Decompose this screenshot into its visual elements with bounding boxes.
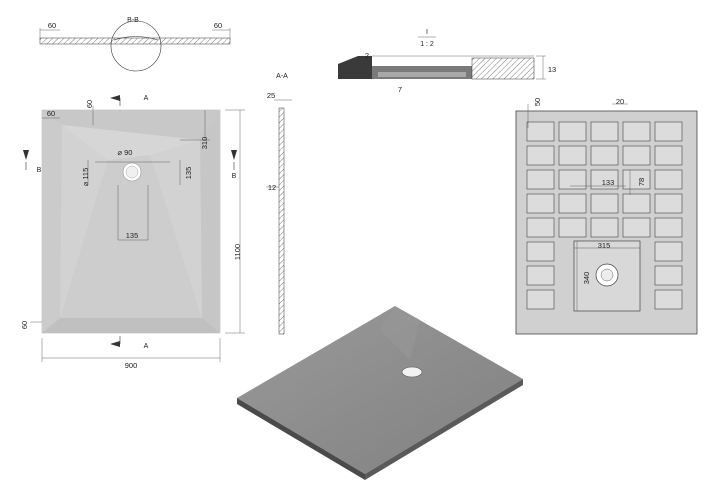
section-a-dim-12: 12 — [268, 183, 276, 192]
underside-rib-cell — [590, 145, 619, 166]
plan-dim-top-60: 60 — [85, 100, 94, 108]
section-a-hatch — [278, 107, 285, 335]
iso-front-edge — [237, 398, 365, 480]
section-b-title: B-B — [127, 17, 139, 24]
underside-view: 50 20 133 78 315 340 — [515, 97, 698, 335]
underside-rib-cell — [654, 265, 683, 286]
underside-drain-inner — [600, 268, 614, 282]
underside-rib-cell — [526, 169, 555, 190]
underside-dim-78: 78 — [637, 178, 646, 186]
underside-rib-cell — [526, 121, 555, 142]
plan-label-a-bottom: A — [144, 343, 149, 350]
underside-dim-50: 50 — [533, 98, 542, 106]
detail-hatch — [471, 57, 535, 80]
plan-dim-135-v: 135 — [184, 167, 193, 180]
underside-rib-cell — [622, 217, 651, 238]
underside-rib-cell — [622, 169, 651, 190]
section-b-dim-right: 60 — [214, 21, 222, 30]
underside-rib-cell — [654, 289, 683, 310]
underside-rib-cell — [558, 169, 587, 190]
underside-rib-cell — [526, 193, 555, 214]
underside-rib-cell — [558, 193, 587, 214]
plan-label-b-left: B — [37, 167, 42, 174]
underside-dim-133: 133 — [602, 178, 615, 187]
underside-rib-cell — [590, 193, 619, 214]
section-b-dim-left: 60 — [48, 21, 56, 30]
detail-i: I 1 : 2 2 7 13 — [338, 29, 556, 94]
underside-rib-cell — [558, 217, 587, 238]
section-b-drain-curve — [113, 36, 159, 41]
detail-dim-7: 7 — [398, 85, 402, 94]
underside-rib-cell — [526, 241, 555, 262]
underside-rib-cell — [654, 241, 683, 262]
underside-rib-cell — [654, 145, 683, 166]
plan-label-b-right: B — [232, 173, 237, 180]
underside-rib-cell — [590, 121, 619, 142]
underside-rib-cell — [654, 121, 683, 142]
plan-dim-115: ⌀ 115 — [81, 168, 90, 187]
underside-rib-cell — [654, 169, 683, 190]
underside-rib-cell — [526, 145, 555, 166]
detail-title: I — [426, 29, 428, 36]
section-b-hatch — [39, 37, 231, 45]
underside-ribs — [526, 121, 683, 310]
iso-side-edge — [365, 379, 523, 480]
plan-dim-60-bottom: 60 — [20, 321, 29, 329]
underside-rib-cell — [590, 169, 619, 190]
detail-dim-2: 2 — [365, 51, 369, 60]
section-b-b: B-B 60 60 — [39, 17, 231, 72]
plan-dim-90: ⌀ 90 — [118, 148, 133, 157]
detail-dark-edge — [338, 56, 372, 79]
plan-dim-left-60: 60 — [47, 109, 55, 118]
underside-dim-315: 315 — [598, 241, 611, 250]
iso-drain — [401, 366, 423, 378]
underside-rib-cell — [526, 265, 555, 286]
plan-view: 60 60 ⌀ 90 ⌀ 115 310 135 135 60 1100 900… — [20, 95, 245, 370]
underside-rib-cell — [558, 121, 587, 142]
plan-label-a-top: A — [144, 95, 149, 102]
underside-rib-cell — [526, 217, 555, 238]
underside-rib-cell — [558, 145, 587, 166]
iso-top-face — [237, 306, 523, 474]
underside-rib-cell — [654, 193, 683, 214]
plan-dim-135-h: 135 — [126, 231, 139, 240]
detail-scale: 1 : 2 — [420, 41, 434, 48]
plan-dim-310: 310 — [200, 137, 209, 150]
detail-dim-13: 13 — [548, 65, 556, 74]
section-b-detail-circle — [110, 20, 162, 72]
underside-rib-cell — [622, 193, 651, 214]
underside-dim-340: 340 — [582, 272, 591, 285]
underside-dim-20: 20 — [616, 97, 624, 106]
underside-rib-cell — [654, 217, 683, 238]
section-a-title: A-A — [276, 73, 288, 80]
section-a-dim-25: 25 — [267, 91, 275, 100]
plan-dim-1100: 1100 — [233, 244, 242, 260]
underside-rib-cell — [590, 217, 619, 238]
underside-rib-cell — [622, 145, 651, 166]
section-a-a: A-A 25 12 — [266, 73, 292, 335]
plan-drain-inner — [125, 165, 139, 179]
isometric-view — [237, 306, 523, 480]
underside-rib-cell — [526, 289, 555, 310]
underside-rib-cell — [622, 121, 651, 142]
plan-dim-900: 900 — [125, 361, 138, 370]
